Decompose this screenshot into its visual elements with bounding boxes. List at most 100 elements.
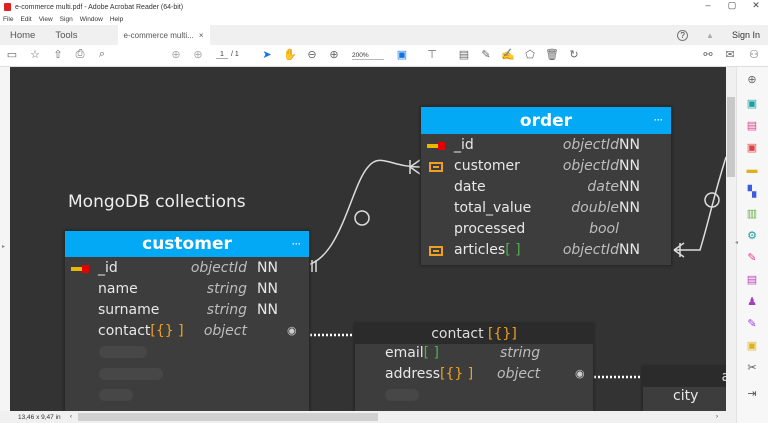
- select-cursor-icon[interactable]: ➤: [262, 49, 272, 61]
- close-tab-icon[interactable]: ×: [198, 30, 204, 40]
- menu-edit[interactable]: Edit: [20, 16, 32, 23]
- scan-ocr-icon[interactable]: ⚙: [747, 230, 757, 242]
- field-row[interactable]: email[ ]string: [385, 345, 541, 361]
- comment-tool-icon[interactable]: ▬: [746, 164, 758, 176]
- eye-icon[interactable]: ◉: [575, 367, 585, 380]
- window-title: e-commerce multi.pdf - Adobe Acrobat Rea…: [15, 3, 184, 11]
- field-row[interactable]: contact[{} ]object◉: [98, 323, 297, 339]
- entity-header: contact [{}]: [355, 324, 593, 344]
- menu-window[interactable]: Window: [79, 16, 103, 23]
- help-icon[interactable]: ?: [677, 29, 689, 41]
- tab-tools[interactable]: Tools: [55, 29, 78, 41]
- stamp-icon[interactable]: ⬠: [525, 49, 535, 61]
- entity-menu-icon[interactable]: ···: [654, 115, 663, 125]
- bookmark-star-icon[interactable]: ☆: [30, 49, 40, 61]
- highlight-pen-icon[interactable]: ✎: [481, 49, 491, 61]
- menu-help[interactable]: Help: [109, 16, 124, 23]
- more-tools-icon[interactable]: ✂: [747, 362, 757, 374]
- sign-icon[interactable]: ✍: [501, 49, 515, 61]
- menu-view[interactable]: View: [38, 16, 53, 23]
- fit-page-icon[interactable]: ▣: [396, 49, 408, 61]
- bell-icon[interactable]: ▲: [706, 30, 714, 40]
- right-tools-panel: ⊕ ▣ ▤ ▣ ▬ ▚ ▥ ⚙ ✎ ▤ ♟ ✎ ▣ ✂ ⇥ ◂: [735, 67, 768, 423]
- close-button[interactable]: ✕: [752, 0, 760, 10]
- panel-toggle-arrow[interactable]: ◂: [735, 240, 739, 246]
- comment-icon[interactable]: ▤: [458, 49, 470, 61]
- zoom-out-icon[interactable]: ⊖: [307, 49, 317, 61]
- tab-document[interactable]: e-commerce multi... ×: [117, 25, 210, 45]
- zoom-tool-icon[interactable]: ⊕: [747, 74, 757, 86]
- menu-sign[interactable]: Sign: [59, 16, 73, 23]
- email-icon[interactable]: ✉: [725, 49, 735, 61]
- share-link-icon[interactable]: ⚯: [703, 49, 713, 61]
- zoom-level-dropdown[interactable]: 200%: [352, 52, 384, 60]
- tab-home[interactable]: Home: [10, 29, 36, 41]
- edit-pdf-icon[interactable]: ▤: [746, 120, 758, 132]
- scroll-left-arrow[interactable]: ‹: [70, 414, 72, 420]
- print-icon[interactable]: ⎙: [75, 48, 85, 60]
- eye-icon[interactable]: ◉: [287, 324, 297, 337]
- entity-contact[interactable]: contact [{}] email[ ]string address[{} ]…: [354, 323, 594, 411]
- prepare-form-icon[interactable]: ▣: [746, 340, 758, 352]
- entity-address[interactable]: ad city: [642, 366, 726, 411]
- create-pdf-icon[interactable]: ▣: [746, 142, 758, 154]
- next-page-icon[interactable]: ⊕: [193, 49, 203, 61]
- scroll-mode-icon[interactable]: ⊤: [427, 49, 437, 61]
- add-user-icon[interactable]: ⚇: [749, 49, 759, 61]
- minimize-button[interactable]: –: [705, 0, 711, 10]
- organize-pages-icon[interactable]: ▥: [746, 208, 758, 220]
- left-panel-toggle[interactable]: ▸: [0, 67, 10, 411]
- send-for-signature-icon[interactable]: ♟: [747, 296, 757, 308]
- save-icon[interactable]: ▭: [6, 49, 18, 61]
- protect-icon[interactable]: ▤: [746, 274, 758, 286]
- vertical-scrollbar[interactable]: [726, 67, 736, 411]
- sign-in-button[interactable]: Sign In: [731, 30, 760, 40]
- fill-sign-icon[interactable]: ✎: [747, 252, 757, 264]
- entity-name: order: [519, 111, 573, 131]
- collapse-panel-icon[interactable]: ⇥: [747, 388, 757, 400]
- entity-header: ad: [643, 367, 726, 387]
- entity-menu-icon[interactable]: ···: [292, 239, 301, 249]
- combine-files-icon[interactable]: ▚: [747, 186, 757, 198]
- rotate-icon[interactable]: ↻: [569, 49, 579, 61]
- placeholder-bar: [99, 346, 147, 358]
- menu-file[interactable]: File: [3, 16, 14, 23]
- placeholder-bar: [385, 389, 419, 401]
- zoom-in-icon[interactable]: ⊕: [329, 49, 339, 61]
- field-row[interactable]: city: [673, 388, 699, 404]
- export-pdf-icon[interactable]: ▣: [746, 98, 758, 110]
- horizontal-scrollbar-thumb[interactable]: [78, 413, 378, 421]
- foreign-key-icon: [429, 162, 443, 172]
- certificates-icon[interactable]: ✎: [747, 318, 757, 330]
- pdf-icon: [4, 3, 11, 11]
- status-bar: 13,46 x 9,47 in ‹ ›: [0, 411, 736, 423]
- primary-key-icon: [427, 142, 445, 150]
- zoom-search-icon[interactable]: ⌕: [98, 48, 106, 60]
- delete-icon[interactable]: 🗑: [545, 49, 559, 61]
- scroll-thumb[interactable]: [727, 97, 735, 177]
- entity-header: customer ···: [65, 231, 309, 257]
- field-row[interactable]: address[{} ]object◉: [385, 366, 585, 382]
- relationship-lines: [299, 156, 726, 379]
- maximize-button[interactable]: ▢: [727, 0, 737, 10]
- entity-name: customer: [142, 234, 232, 254]
- prev-page-icon[interactable]: ⊕: [171, 49, 181, 61]
- placeholder-bar: [99, 389, 133, 401]
- page-number-input[interactable]: 1: [216, 51, 228, 59]
- hand-tool-icon[interactable]: ✋: [283, 49, 297, 61]
- foreign-key-icon: [429, 246, 443, 256]
- page-total: / 1: [231, 51, 239, 58]
- scroll-right-arrow[interactable]: ›: [716, 414, 718, 420]
- upload-cloud-icon[interactable]: ⇧: [53, 49, 63, 61]
